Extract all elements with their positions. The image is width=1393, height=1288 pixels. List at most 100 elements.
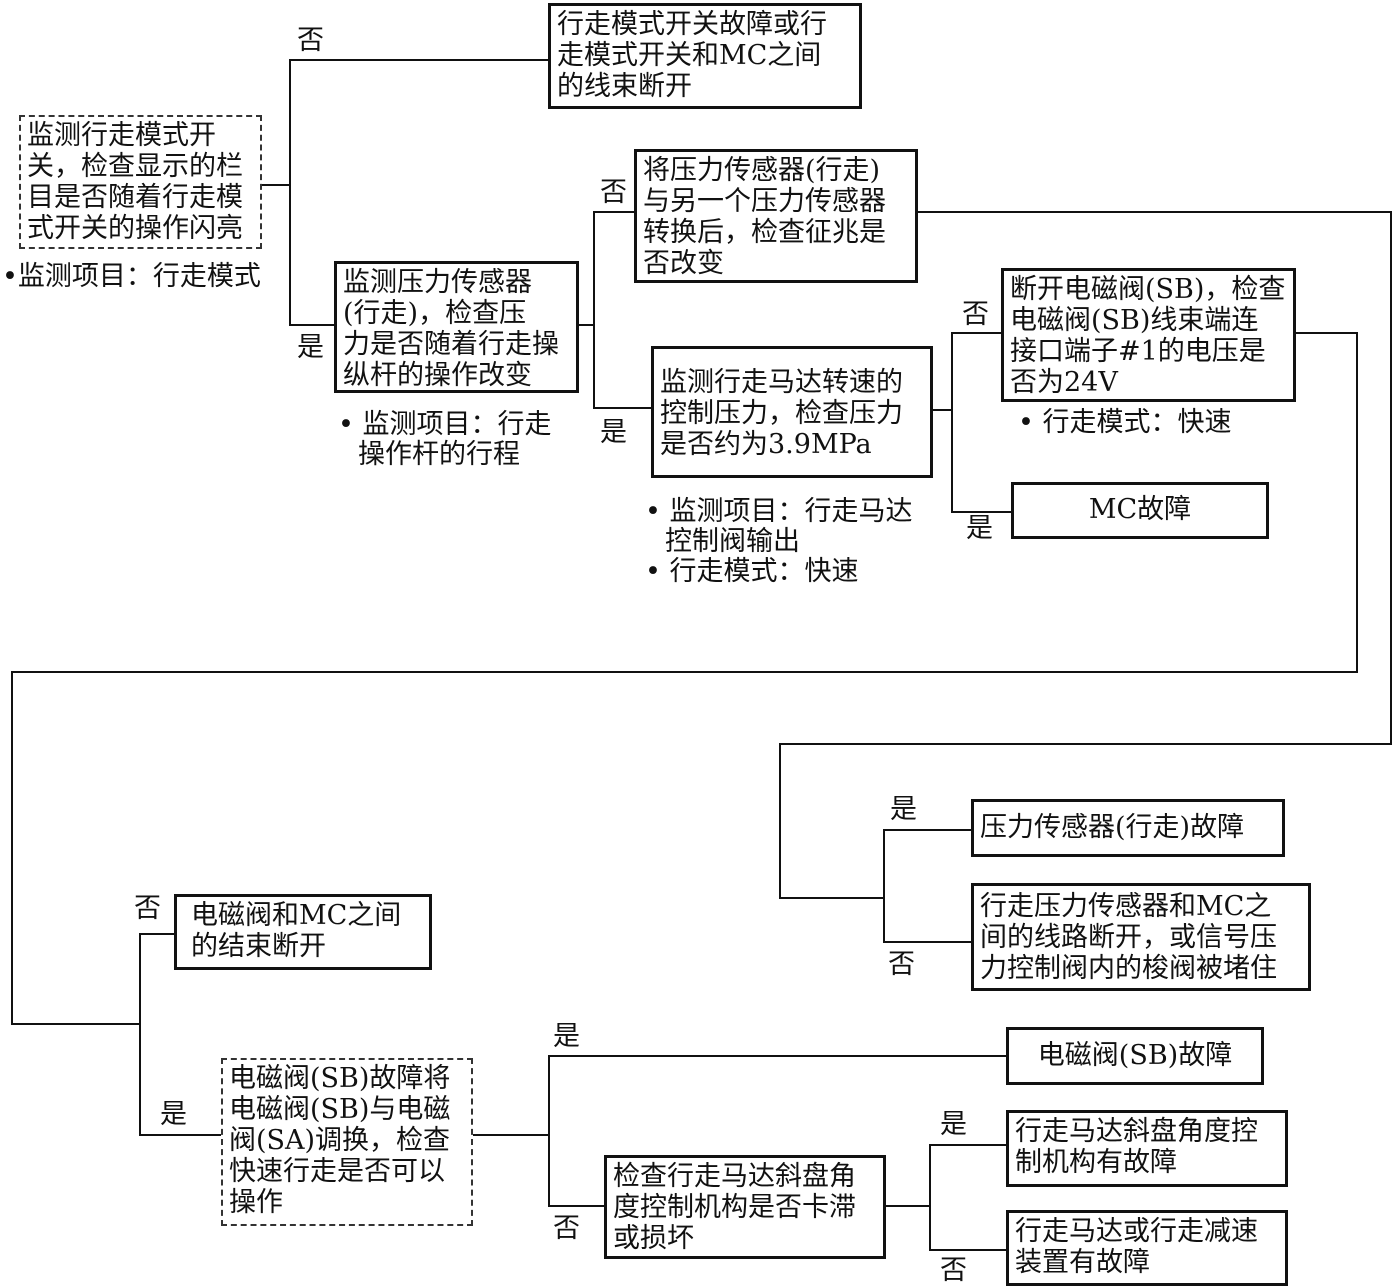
node-text: 间的线路断开，或信号压 [980,922,1277,953]
node-text: 操作 [229,1187,283,1218]
node-text: 接口端子#1的电压是 [1010,336,1266,367]
node-text: 电磁阀(SB)故障 [1037,1040,1233,1071]
note-text: • 行走模式：快速 [1018,407,1232,438]
label-start-no: 否 [297,25,324,56]
note-text: • 行走模式：快速 [645,556,859,587]
connector-pressure-no [593,211,634,325]
node-text: 控制压力，检查压力 [660,398,903,429]
node-text: 转换后，检查征兆是 [643,217,886,248]
note-text: • 监测项目：行走马达 [645,496,913,527]
note-disconnect-sb: • 行走模式：快速 [1018,408,1232,438]
node-text: 监测行走马达转速的 [660,367,903,398]
label-pressure-yes: 是 [600,417,627,448]
label-swap-yes: 是 [890,794,917,825]
node-circuit-break: 行走压力传感器和MC之 间的线路断开，或信号压 力控制阀内的梭阀被堵住 [971,883,1311,991]
label-motor-no: 否 [962,299,989,330]
connector-start-yes [289,185,334,326]
node-text: 或损坏 [613,1223,694,1254]
node-text: 快速行走是否可以 [229,1156,445,1187]
node-swap-sensor-check: 将压力传感器(行走) 与另一个压力传感器 转换后，检查征兆是 否改变 [634,149,918,283]
node-text: 行走马达或行走减速 [1015,1216,1258,1247]
connector-sb-yes [139,1024,221,1136]
node-text: 电磁阀(SB)与电磁 [229,1094,451,1125]
connector-swash-yes [929,1144,1006,1206]
node-text: 式开关的操作闪亮 [27,213,243,244]
node-text: MC故障 [1088,494,1192,525]
node-text: 是否约为3.9MPa [660,429,872,460]
label-sb-yes: 是 [160,1099,187,1130]
note-start: •监测项目：行走模式 [2,262,261,292]
node-text: 装置有故障 [1015,1247,1150,1278]
node-valve-mc-break: 电磁阀和MC之间 的结束断开 [174,894,432,970]
node-text: (行走)，检查压 [343,298,527,329]
node-text: 力是否随着行走操 [343,329,559,360]
note-pressure-sensor: • 监测项目：行走 操作杆的行程 [338,410,552,470]
node-start-check: 监测行走模式开 关，检查显示的栏 目是否随着行走模 式开关的操作闪亮 [19,115,262,249]
node-text: 行走压力传感器和MC之 [980,891,1272,922]
node-text: 电磁阀(SB)线束端连 [1010,305,1259,336]
node-pressure-sensor-check: 监测压力传感器 (行走)，检查压 力是否随着行走操 纵杆的操作改变 [334,261,579,393]
label-pressure-no: 否 [600,177,627,208]
connector-motor-yes [951,410,1011,513]
note-text: •监测项目：行走模式 [2,261,261,292]
node-text: 否为24V [1010,367,1118,398]
node-text: 断开电磁阀(SB)，检查 [1010,274,1286,305]
node-text: 关，检查显示的栏 [27,151,243,182]
node-swash-fault: 行走马达斜盘角度控 制机构有故障 [1006,1110,1288,1187]
node-text: 度控制机构是否卡滞 [613,1192,856,1223]
note-text: • 监测项目：行走 [338,409,552,440]
label-sa-no: 否 [553,1213,580,1244]
connector-swap-route [779,211,1392,899]
note-motor-pressure: • 监测项目：行走马达 控制阀输出 • 行走模式：快速 [645,497,913,587]
node-text: 目是否随着行走模 [27,182,243,213]
node-text: 压力传感器(行走)故障 [980,812,1245,843]
label-motor-yes: 是 [966,513,993,544]
label-sb-no: 否 [134,893,161,924]
node-text: 阀(SA)调换，检查 [229,1125,451,1156]
node-mc-fault: MC故障 [1011,482,1269,539]
node-text: 纵杆的操作改变 [343,360,532,391]
note-text: 操作杆的行程 [358,439,520,470]
node-motor-pressure-check: 监测行走马达转速的 控制压力，检查压力 是否约为3.9MPa [651,346,933,478]
connector-swap-yes [883,829,971,898]
node-text: 电磁阀(SB)故障将 [229,1063,451,1094]
node-switch-fault: 行走模式开关故障或行 走模式开关和MC之间 的线束断开 [548,3,862,109]
node-text: 将压力传感器(行走) [643,155,881,186]
node-text: 制机构有故障 [1015,1147,1177,1178]
node-motor-reducer-fault: 行走马达或行走减速 装置有故障 [1006,1210,1288,1286]
connector-sa-yes [548,1055,1006,1135]
label-sa-yes: 是 [553,1021,580,1052]
node-text: 与另一个压力传感器 [643,186,886,217]
note-text: 控制阀输出 [665,526,800,557]
label-swash-no: 否 [940,1255,967,1286]
connector-sb-route [11,332,1358,1025]
connector-sb-no [139,933,174,1024]
node-swash-check: 检查行走马达斜盘角 度控制机构是否卡滞 或损坏 [604,1155,886,1259]
label-swash-yes: 是 [940,1109,967,1140]
node-sensor-fault: 压力传感器(行走)故障 [971,799,1285,857]
node-sb-fault: 电磁阀(SB)故障 [1006,1027,1264,1085]
node-text: 监测行走模式开 [27,120,216,151]
label-start-yes: 是 [297,332,324,363]
node-text: 检查行走马达斜盘角 [613,1161,856,1192]
connector-swap-no [883,898,971,943]
node-swap-sb-sa-check: 电磁阀(SB)故障将 电磁阀(SB)与电磁 阀(SA)调换，检查 快速行走是否可… [221,1058,473,1226]
node-text: 行走马达斜盘角度控 [1015,1116,1258,1147]
connector-sa-no [548,1135,604,1207]
node-text: 监测压力传感器 [343,267,532,298]
node-text: 走模式开关和MC之间 [557,40,822,71]
node-text: 的结束断开 [191,931,326,962]
node-text: 行走模式开关故障或行 [557,9,827,40]
connector-start-no [289,59,548,185]
connector-swash-no [929,1206,1006,1251]
node-text: 电磁阀和MC之间 [191,900,402,931]
node-text: 力控制阀内的梭阀被堵住 [980,953,1277,984]
node-text: 的线束断开 [557,71,692,102]
connector-pressure-yes [593,325,651,409]
node-disconnect-sb-check: 断开电磁阀(SB)，检查 电磁阀(SB)线束端连 接口端子#1的电压是 否为24… [1001,268,1296,402]
connector-motor-no [951,332,1001,410]
label-swap-no: 否 [888,949,915,980]
node-text: 否改变 [643,248,724,279]
